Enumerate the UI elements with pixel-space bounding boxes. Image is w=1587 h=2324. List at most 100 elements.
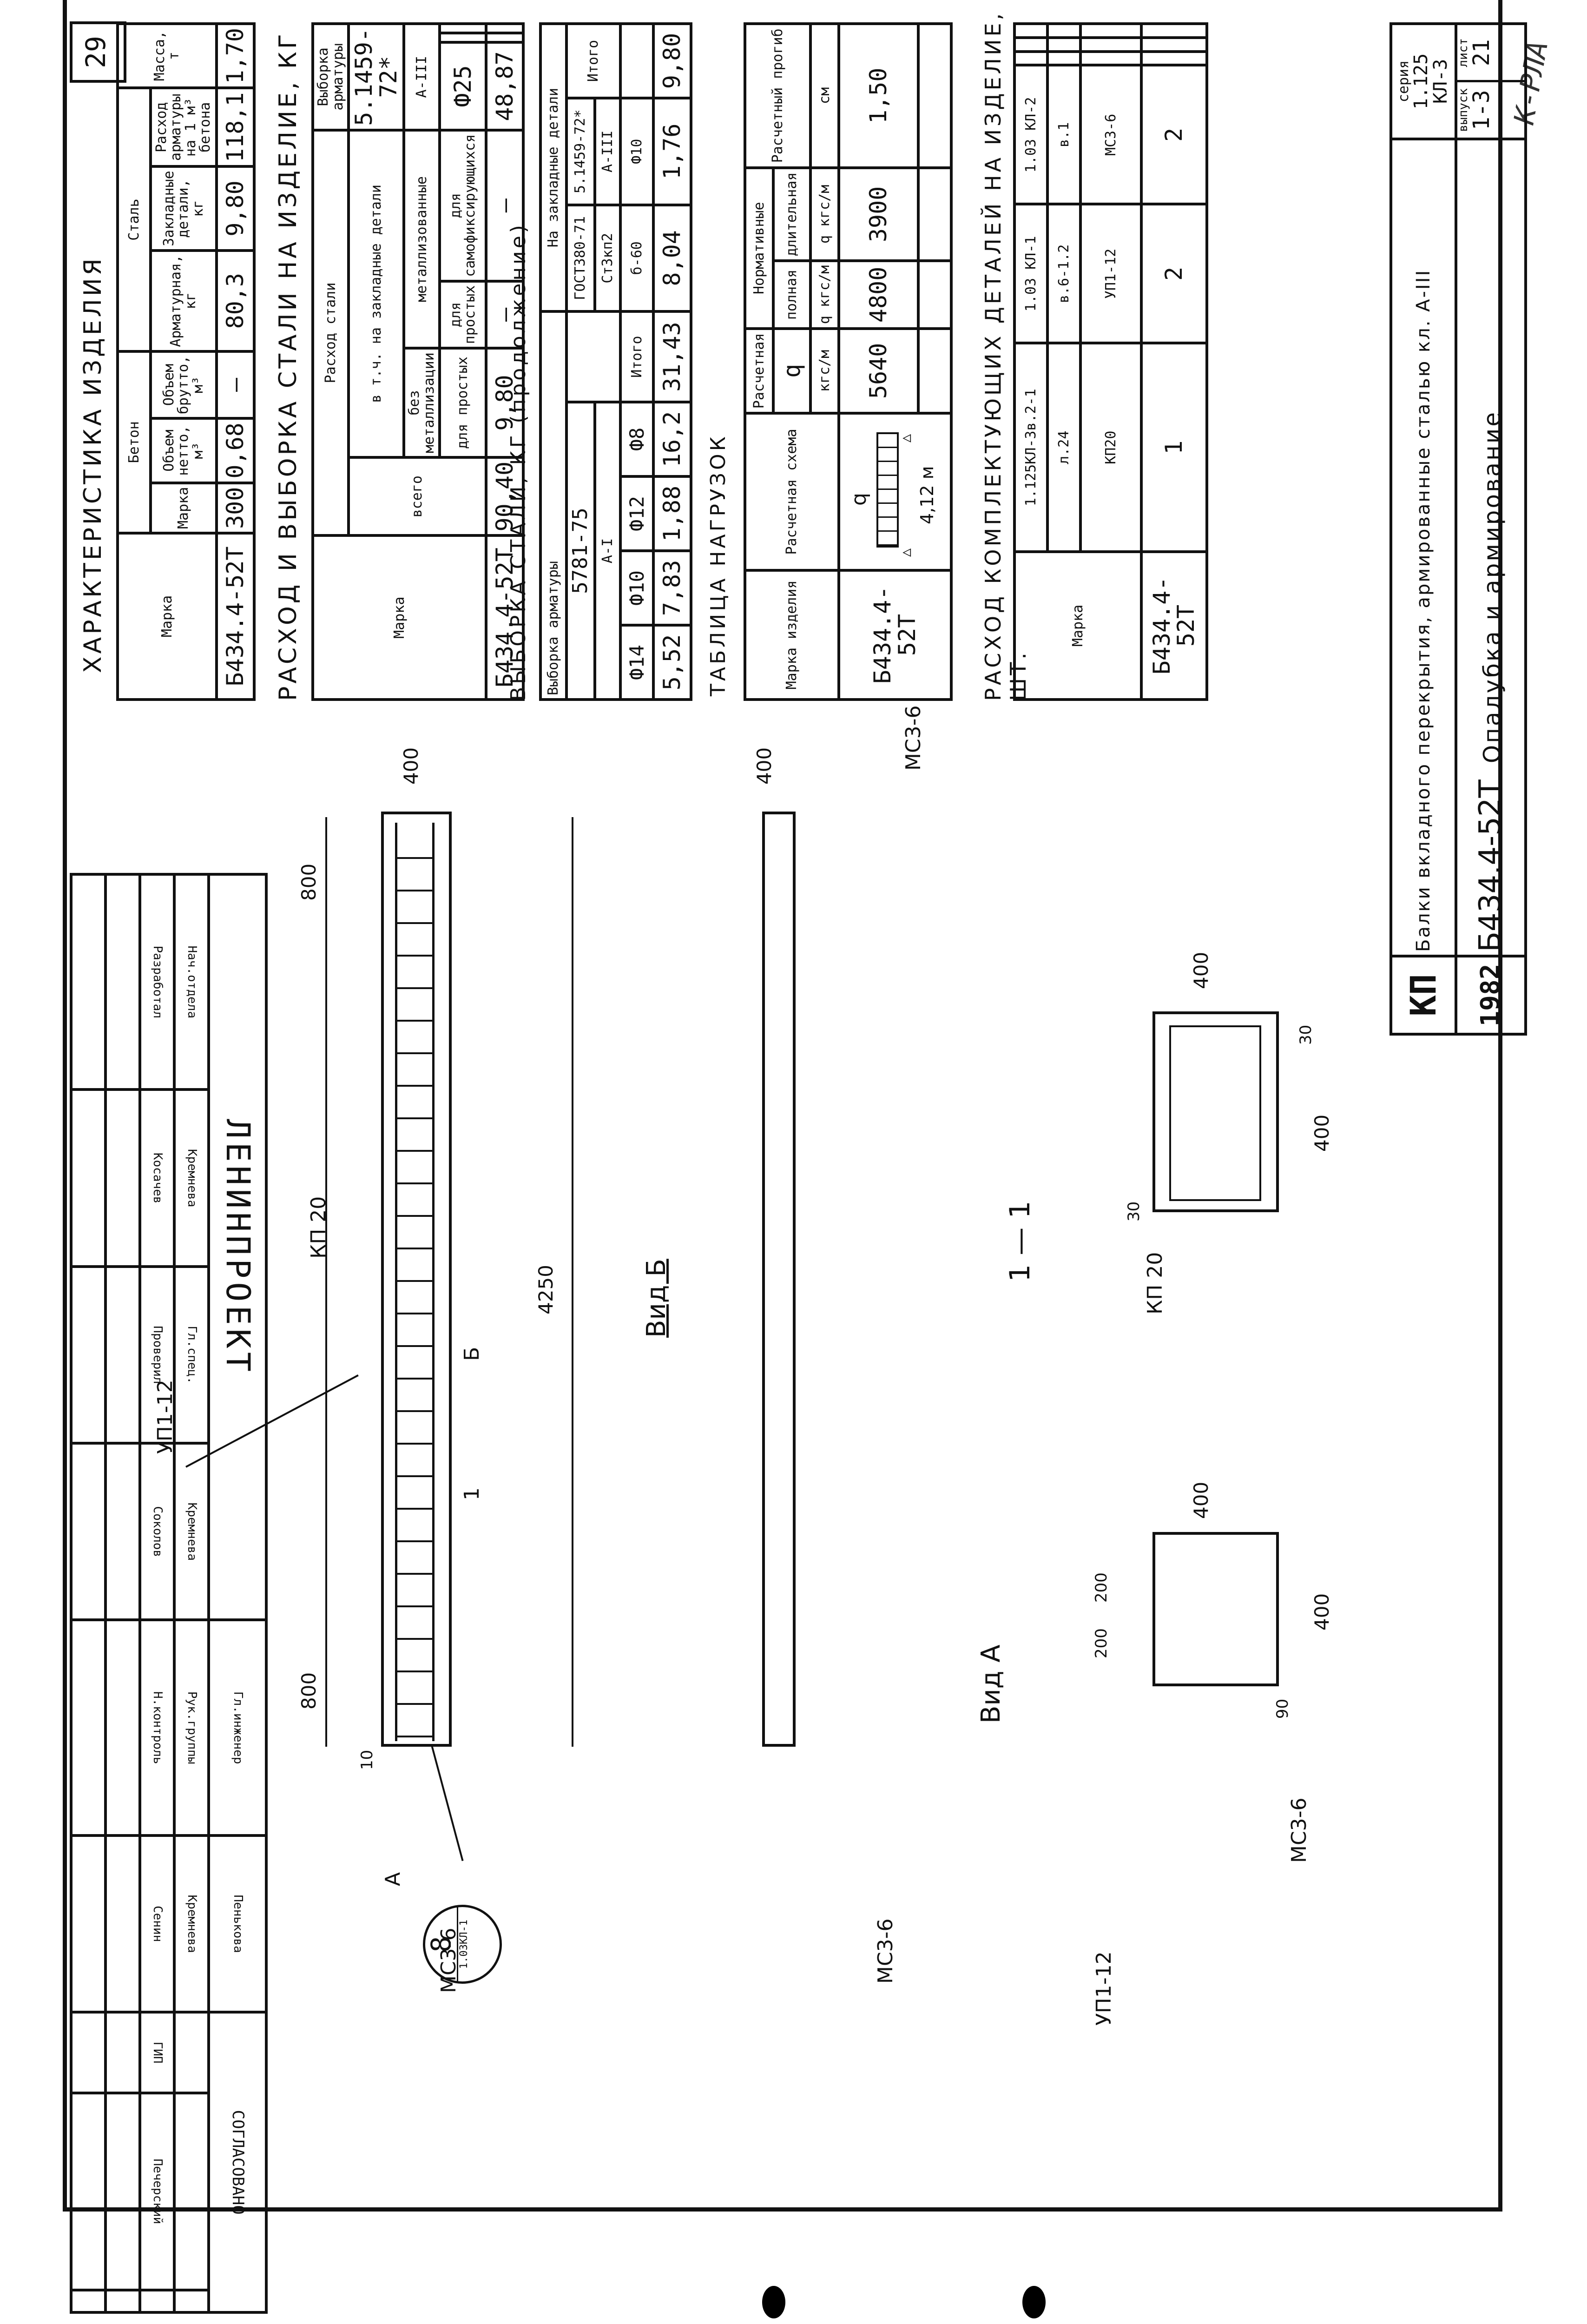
stamp-role: Нач.отдела xyxy=(174,874,209,1090)
node-ref: 1.03КЛ-1 xyxy=(458,1920,470,1969)
cell-item: КП20 xyxy=(1080,343,1141,552)
col-calc: Расчетная xyxy=(745,328,773,413)
dim-end-10: 10 xyxy=(358,1750,376,1770)
cell-emb-class-2: А-III xyxy=(594,98,621,205)
cell-gost: 5781-75 xyxy=(566,402,595,700)
cell-doc: 1.125КЛ-3в.2-1 xyxy=(1014,343,1048,552)
col-volume-net: Объем нетто, м³ xyxy=(150,418,217,483)
label-kp20: КП 20 xyxy=(307,1196,330,1259)
cell-emb-val-2: 1,76 xyxy=(653,98,691,205)
cell-item: УП1-12 xyxy=(1080,204,1141,343)
col-non-metallized: без металлизации xyxy=(404,348,440,457)
cell-val: 7,83 xyxy=(653,551,691,625)
cell-dia: Ф12 xyxy=(620,476,653,551)
label-mc3-6-a: МС3-6 xyxy=(1287,1797,1311,1863)
dim-height-400b: 400 xyxy=(753,747,776,785)
dim-va-h: 400 xyxy=(1190,1481,1212,1519)
issue-label: выпуск xyxy=(1456,88,1470,132)
stamp-role: Рук.группы xyxy=(174,1620,209,1835)
col-calc-q: q xyxy=(773,328,811,413)
issue-value: 1-3 xyxy=(1468,90,1495,131)
cell-volume-net: 0,68 xyxy=(216,418,254,483)
stamp-role: Гл.инженер xyxy=(209,1620,266,1835)
dim-sec-30a: 30 xyxy=(1297,1024,1315,1045)
col-gost: 5.1459-72* xyxy=(349,24,404,130)
col-deflection-unit: см xyxy=(810,24,839,168)
cell-val: 5,52 xyxy=(653,625,691,700)
arrow-b-label: Б xyxy=(460,1347,484,1361)
col-empty-1 xyxy=(440,33,486,43)
col-class: А-III xyxy=(404,24,440,130)
cell-emb-dia-2: Ф10 xyxy=(620,98,653,205)
col-mark: Марка xyxy=(1014,552,1141,700)
dim-line-top xyxy=(325,817,327,1747)
col-embedded: Закладные детали, кг xyxy=(150,166,217,251)
title-block: КП Балки вкладного перекрытия, армирован… xyxy=(1389,22,1527,1036)
col-volume-gross: Объем брутто, м³ xyxy=(150,351,217,419)
scheme-q-label: q xyxy=(847,493,871,506)
cell-rebar: 80,3 xyxy=(216,250,254,351)
cell-emb-dia-1: б-60 xyxy=(620,205,653,312)
cell-mass: 1,70 xyxy=(216,24,254,88)
col-long: длительная xyxy=(773,167,811,261)
stamp-role: Н.контроль xyxy=(140,1620,174,1835)
dim-sec-h: 400 xyxy=(1190,951,1212,989)
col-mark: Марка xyxy=(118,533,217,700)
cell-deflection: 1,50 xyxy=(838,24,919,168)
cell-long: 3900 xyxy=(838,167,919,261)
beam-elevation xyxy=(762,812,796,1747)
dim-height-400: 400 xyxy=(400,747,422,785)
stamp-name: Соколов xyxy=(140,1443,174,1620)
org-mark: КП xyxy=(1391,956,1456,1034)
cell-dia-total: Итого xyxy=(620,311,653,402)
dim-total: 4250 xyxy=(534,1265,557,1314)
cell-val: 16,2 xyxy=(653,402,691,476)
cell-emb-gost-2: 5.1459-72* xyxy=(566,98,595,205)
col-rebar-selection: Выборка арматуры xyxy=(540,311,566,700)
scheme-span-label: 4,12 м xyxy=(916,466,937,524)
cell-calc: 5640 xyxy=(838,328,919,413)
col-embedded-header: На закладные детали xyxy=(540,24,566,312)
cell-dia: Ф10 xyxy=(620,551,653,625)
binding-hole xyxy=(1022,2286,1046,2318)
cell-emb-dia-3 xyxy=(620,24,653,99)
cell-mark: Б434.4-52Т xyxy=(216,533,254,700)
col-total: всего xyxy=(349,457,486,536)
selection-cont-table: Выборка арматуры На закладные детали 578… xyxy=(539,22,692,701)
stamp-name: Кремнева xyxy=(174,1835,209,2013)
col-steel: Сталь xyxy=(118,88,151,351)
stirrup-section xyxy=(1169,1025,1261,1201)
sheet-box: лист 21 xyxy=(1456,25,1524,80)
cell-mark: Б434.4-52Т xyxy=(838,570,951,700)
cell-doc: 1.03 КЛ-2 xyxy=(1014,65,1048,205)
col-normative: Нормативные xyxy=(745,167,773,329)
sheet-value: 21 xyxy=(1468,39,1495,66)
col-self-fix: для самофиксирующихся xyxy=(440,130,486,281)
stamp-name: Печерский xyxy=(140,2093,174,2290)
cell-qty: 1 xyxy=(1141,343,1207,552)
cell-empty-1 xyxy=(486,33,523,43)
approval-stamp: ЛЕНИНПРОЕКТ Гл.инженер Пенькова СОГЛАСОВ… xyxy=(70,873,268,2314)
cell-empty-2 xyxy=(486,24,523,33)
series-label: серия xyxy=(1396,60,1412,103)
steel-title: РАСХОД И ВЫБОРКА СТАЛИ НА ИЗДЕЛИЕ, КГ xyxy=(274,31,302,701)
cell-class: А-I xyxy=(594,402,621,700)
subtitle-mark: Б434.4-52Т xyxy=(1473,779,1508,952)
col-rebar: Арматурная, кг xyxy=(150,250,217,351)
year: 1982 xyxy=(1456,956,1526,1034)
sheet-label: лист xyxy=(1456,38,1470,67)
dim-va-90: 90 xyxy=(1273,1698,1292,1719)
title-text: Балки вкладного перекрытия, армированные… xyxy=(1391,139,1456,956)
col-empty-2 xyxy=(440,24,486,33)
dim-va-200a: 200 xyxy=(1092,1628,1111,1658)
issue-sheet-cell: выпуск 1-3 лист 21 xyxy=(1456,24,1526,139)
cell-val: 1,88 xyxy=(653,476,691,551)
cell-item: МС3-6 xyxy=(1080,65,1141,205)
beam-line xyxy=(896,436,899,548)
cell-dia: Ф14 xyxy=(620,625,653,700)
steel-table: Марка Расход стали Выборка арматуры всег… xyxy=(311,22,525,701)
cell-concrete-mark: 300 xyxy=(216,482,254,533)
cell-doc: 1.03 КЛ-1 xyxy=(1014,204,1048,343)
cell-emb-val-3: 9,80 xyxy=(653,24,691,99)
